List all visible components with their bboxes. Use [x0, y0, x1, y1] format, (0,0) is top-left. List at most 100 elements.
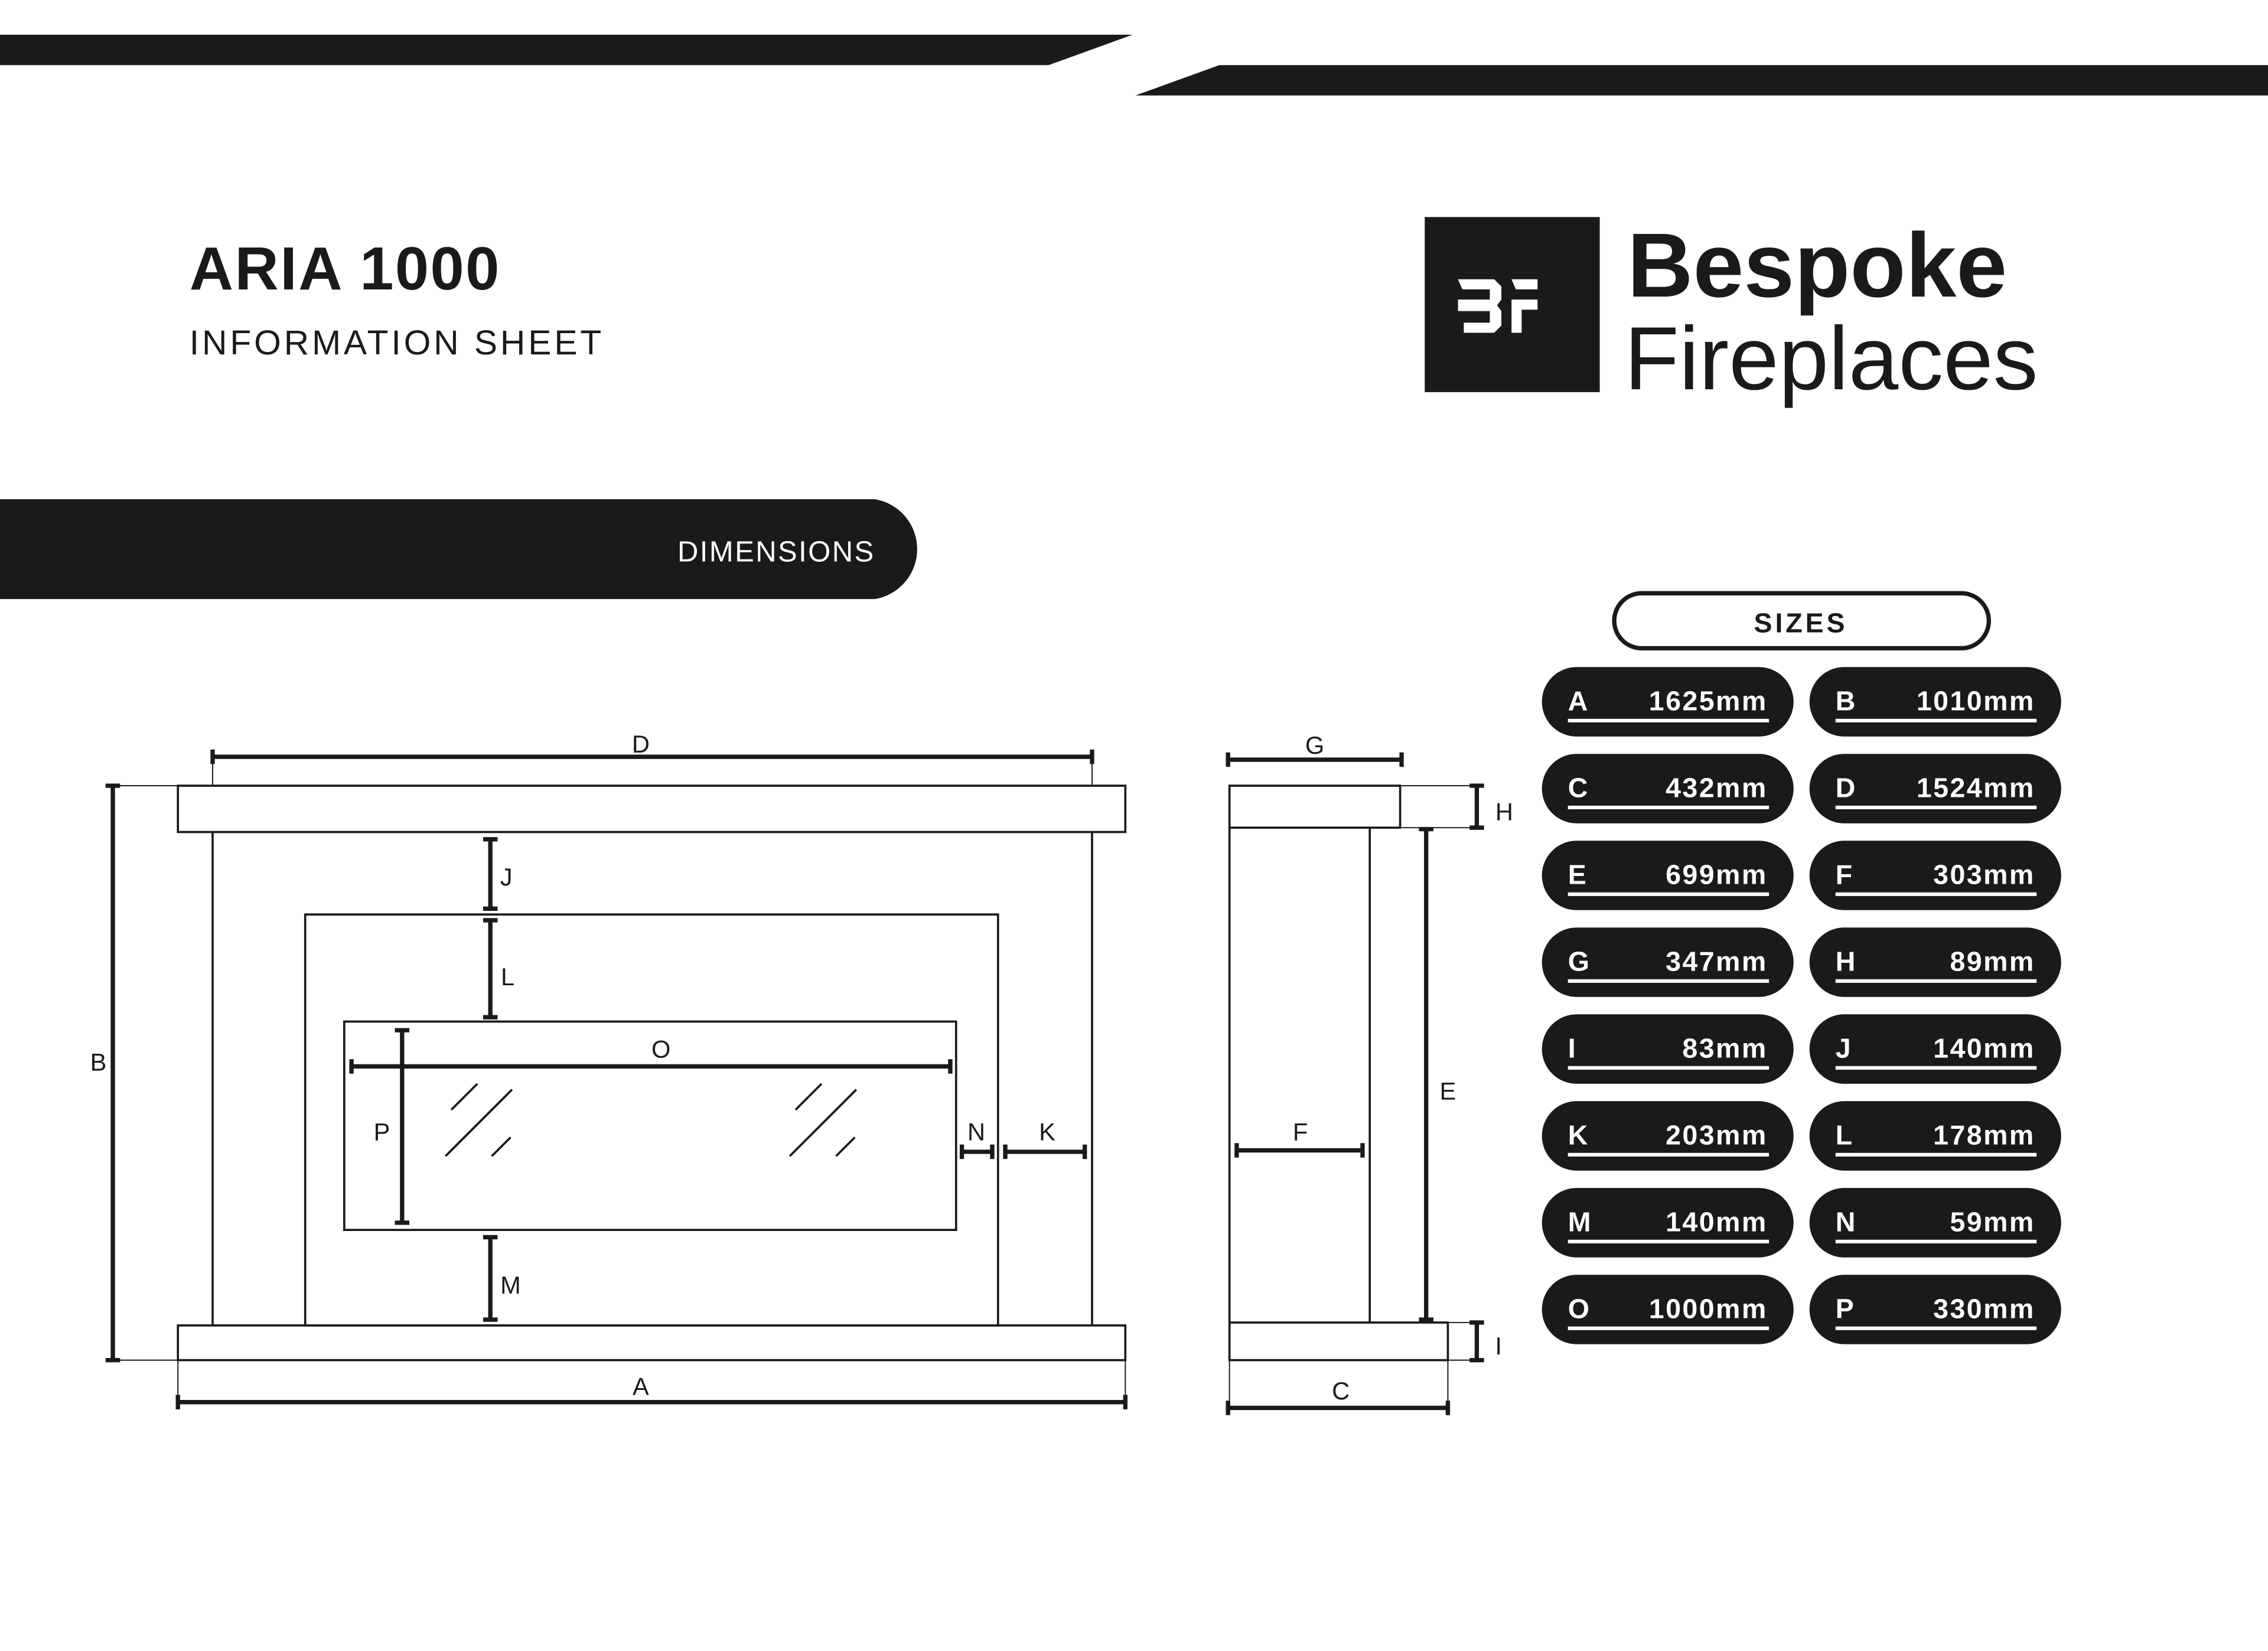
dimension-o: O	[349, 1035, 953, 1074]
sizes-title: SIZES	[1754, 607, 1848, 638]
size-pill-f: F 303mm	[1809, 841, 2061, 910]
dimension-lines: D B A J L M O P N K G H E F I C	[90, 730, 1513, 1415]
bf-monogram-icon	[1458, 279, 1538, 333]
dimension-d: D	[210, 730, 1094, 764]
size-pill-k: K 203mm	[1542, 1101, 1794, 1171]
size-value: 1625mm	[1649, 686, 1768, 717]
brand-logo: Bespoke Fireplaces	[1425, 214, 2038, 409]
size-value: 699mm	[1666, 859, 1768, 890]
dimensions-banner	[0, 499, 917, 600]
dimension-label-p: P	[374, 1118, 390, 1145]
size-value: 1524mm	[1917, 773, 2035, 803]
size-key: J	[1836, 1033, 1852, 1064]
size-value: 140mm	[1933, 1033, 2035, 1064]
hearth	[177, 1324, 1127, 1362]
dimension-e: E	[1419, 826, 1456, 1322]
size-key: O	[1568, 1294, 1591, 1324]
size-pill-e: E 699mm	[1542, 841, 1794, 910]
size-value: 1000mm	[1649, 1294, 1768, 1324]
size-pill-o: O 1000mm	[1542, 1275, 1794, 1344]
dimension-label-b: B	[90, 1048, 107, 1076]
size-value: 178mm	[1933, 1120, 2035, 1151]
dimension-l: L	[483, 918, 514, 1020]
side-hearth	[1228, 1321, 1449, 1362]
size-pill-p: P 330mm	[1809, 1275, 2061, 1344]
dimension-h: H	[1469, 783, 1513, 830]
size-key: N	[1836, 1207, 1857, 1238]
size-key: E	[1568, 859, 1588, 890]
size-pill-b: B 1010mm	[1809, 667, 2061, 737]
sheet-subtitle: INFORMATION SHEET	[190, 324, 604, 362]
dimension-label-o: O	[651, 1035, 670, 1063]
dimension-label-d: D	[632, 730, 650, 758]
size-pill-j: J 140mm	[1809, 1014, 2061, 1084]
size-key: I	[1568, 1033, 1577, 1064]
dimension-label-m: M	[500, 1271, 521, 1299]
dimension-n: N	[959, 1118, 995, 1160]
size-pill-l: L 178mm	[1809, 1101, 2061, 1171]
size-key: G	[1568, 946, 1591, 977]
size-value: 303mm	[1933, 859, 2035, 890]
dimension-label-a: A	[633, 1372, 649, 1400]
size-pill-m: M 140mm	[1542, 1188, 1794, 1258]
dimension-label-k: K	[1039, 1118, 1055, 1145]
dimension-p: P	[374, 1028, 410, 1225]
size-pill-i: I 83mm	[1542, 1014, 1794, 1084]
size-key: D	[1836, 773, 1857, 803]
dimension-i: I	[1469, 1320, 1502, 1363]
size-value: 203mm	[1666, 1120, 1768, 1151]
size-key: C	[1568, 773, 1589, 803]
dimension-a: A	[175, 1372, 1128, 1409]
dimension-label-i: I	[1495, 1332, 1502, 1360]
size-key: K	[1568, 1120, 1589, 1151]
size-key: H	[1836, 946, 1857, 977]
dimension-label-n: N	[967, 1118, 985, 1145]
size-value: 140mm	[1666, 1207, 1768, 1238]
glass-glint-icon	[444, 1083, 858, 1157]
size-key: P	[1836, 1294, 1855, 1324]
dimension-g: G	[1226, 731, 1404, 767]
mantel-shelf	[177, 784, 1127, 833]
dimension-label-l: L	[501, 963, 514, 991]
size-pill-g: G 347mm	[1542, 927, 1794, 997]
dimension-label-c: C	[1332, 1377, 1350, 1405]
fire-glass	[343, 1020, 957, 1232]
dimension-c: C	[1226, 1377, 1451, 1415]
dimension-j: J	[483, 837, 513, 911]
dimension-k: K	[1003, 1118, 1087, 1160]
dimension-label-f: F	[1293, 1118, 1308, 1145]
dimension-label-h: H	[1495, 798, 1513, 826]
size-pill-n: N 59mm	[1809, 1188, 2061, 1258]
inner-surround	[304, 913, 999, 1327]
logo-line1: Bespoke	[1627, 214, 2007, 316]
size-key: A	[1568, 686, 1589, 717]
size-key: F	[1836, 859, 1854, 890]
size-pill-a: A 1625mm	[1542, 667, 1794, 737]
size-pill-d: D 1524mm	[1809, 754, 2061, 823]
dimension-b: B	[90, 783, 120, 1363]
top-bar-right	[1135, 65, 2268, 96]
size-value: 1010mm	[1917, 686, 2035, 717]
size-key: L	[1836, 1120, 1854, 1151]
dimension-f: F	[1234, 1118, 1365, 1158]
size-value: 347mm	[1666, 946, 1768, 977]
dimension-m: M	[483, 1235, 521, 1322]
dimension-label-g: G	[1305, 731, 1324, 759]
side-shelf	[1228, 784, 1402, 829]
dimension-label-e: E	[1440, 1077, 1456, 1105]
logo-line2: Fireplaces	[1624, 309, 2038, 409]
size-pill-h: H 89mm	[1809, 927, 2061, 997]
size-value: 83mm	[1682, 1033, 1767, 1064]
product-title: ARIA 1000	[190, 235, 501, 302]
sizes-header-pill	[1612, 591, 1992, 651]
size-value: 330mm	[1933, 1294, 2035, 1324]
size-key: M	[1568, 1207, 1592, 1238]
size-value: 59mm	[1950, 1207, 2035, 1238]
size-key: B	[1836, 686, 1857, 717]
top-bar-left	[0, 34, 1133, 66]
front-view-drawing	[113, 757, 1127, 1407]
size-value: 89mm	[1950, 946, 2035, 977]
